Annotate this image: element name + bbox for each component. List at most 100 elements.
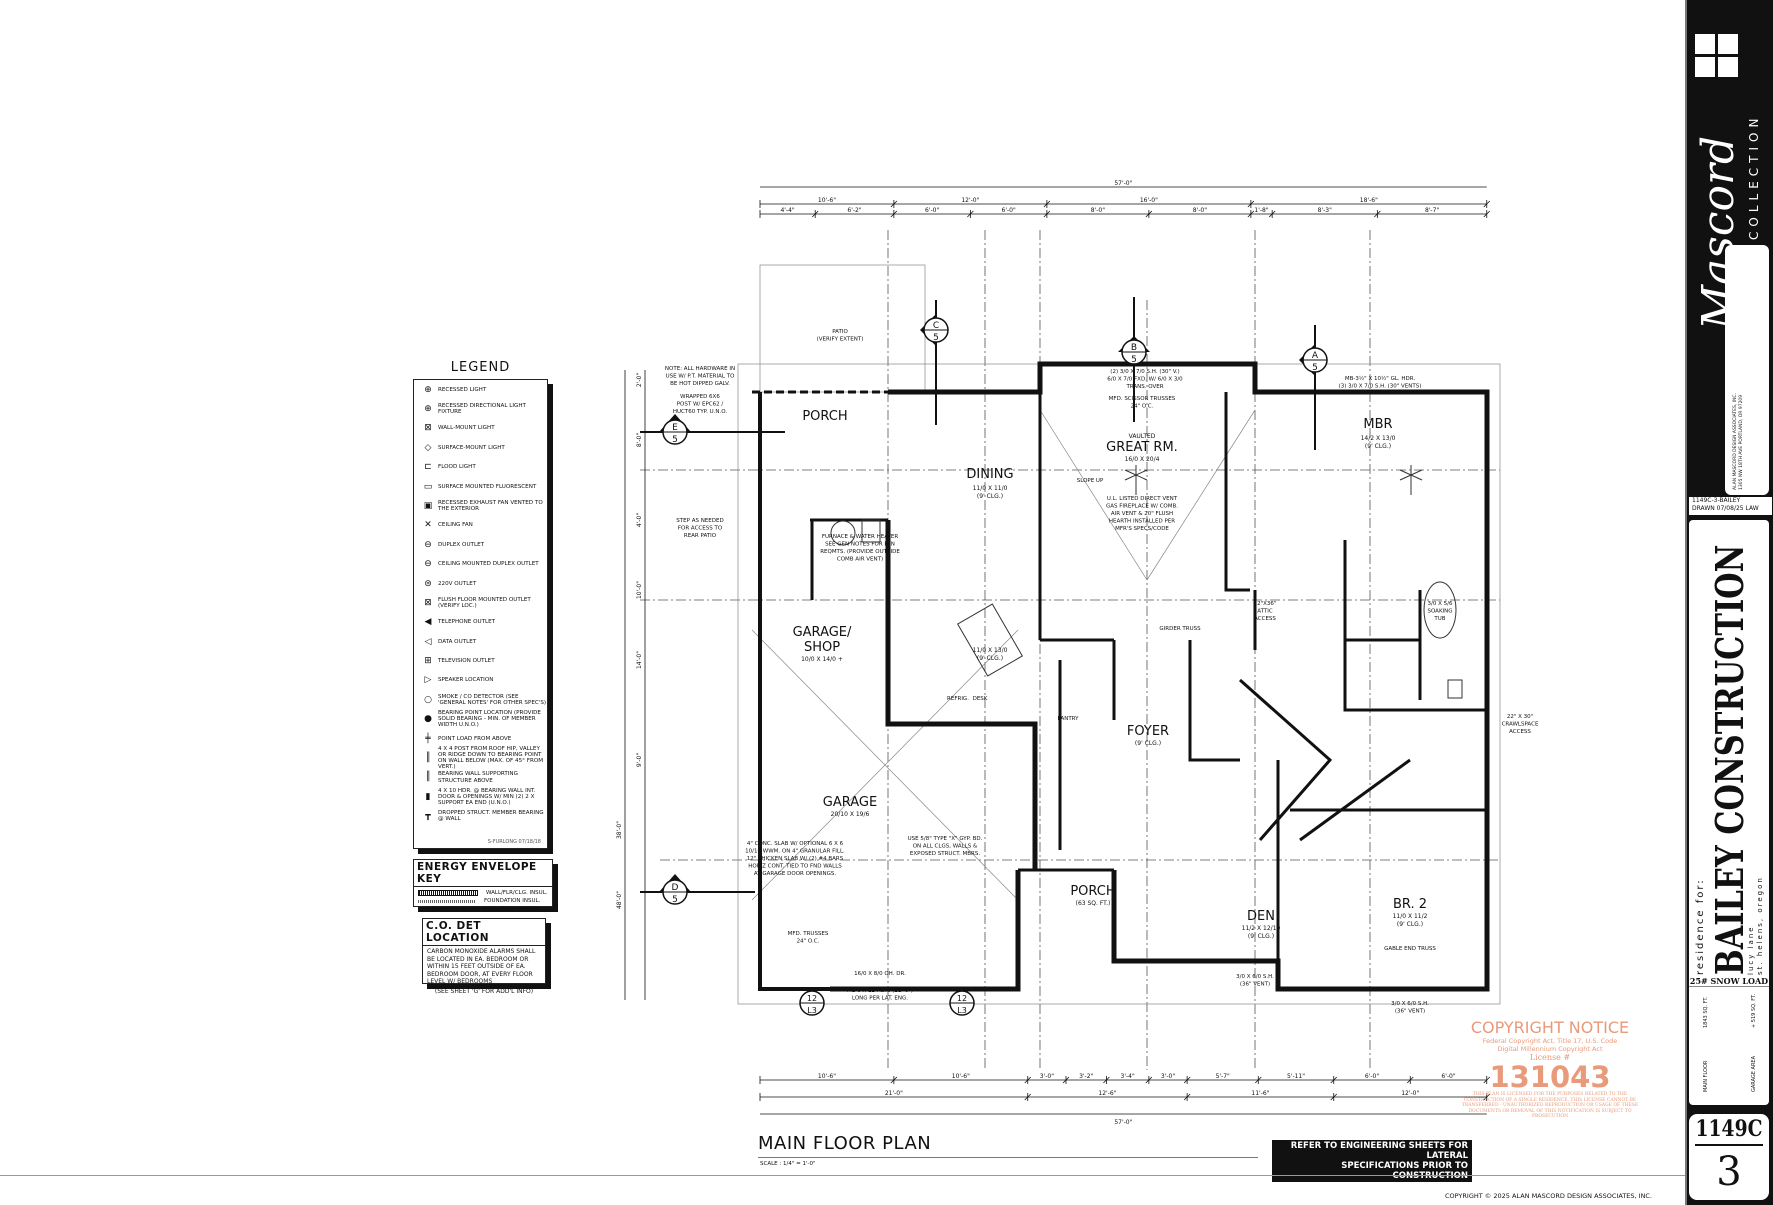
license-terms-box: ALAN MASCORD DESIGN ASSOCIATES, INC. 130…: [1725, 245, 1769, 495]
legend-item-label: RECESSED DIRECTIONAL LIGHT FIXTURE: [438, 402, 526, 416]
co-detector-location: C.O. DET LOCATION CARBON MONOXIDE ALARMS…: [422, 918, 546, 995]
dimension-label: 14'-0": [636, 651, 643, 669]
legend-item: ⊞TELEVISION OUTLET: [414, 651, 547, 670]
dimension-label: 38'-0": [616, 821, 623, 839]
engineering-note-line: SPECIFICATIONS PRIOR TO CONSTRUCTION: [1341, 1161, 1468, 1181]
legend-item-label: CEILING FAN: [438, 522, 473, 529]
section-marker-c: C5: [920, 300, 949, 425]
surface-mount-light-icon: ◇: [424, 442, 432, 453]
license-number: 131043: [1489, 1060, 1611, 1094]
ceiling-outlet-icon: ⊖: [424, 559, 432, 570]
svg-text:5: 5: [672, 895, 678, 905]
svg-text:16/0 X 20/4: 16/0 X 20/4: [1125, 456, 1160, 463]
residence-for-label: residence for:: [1695, 878, 1706, 975]
note-slab: 10/10 WWM. ON 4" GRANULAR FILL.: [745, 849, 845, 855]
dimension-label: 2'-0": [636, 373, 643, 387]
note-furnace: FURNACE & WATER HEATER: [822, 534, 899, 540]
logo-square: [1695, 34, 1715, 54]
note-refrig: REFRIG.: [947, 696, 969, 702]
legend-item: ⊕RECESSED DIRECTIONAL LIGHT FIXTURE: [414, 399, 547, 418]
note-hardware: NOTE: ALL HARDWARE IN: [665, 366, 735, 372]
dimension-label: 8'-0": [1193, 207, 1207, 214]
note-garage-hdr: LONG PER LAT. ENG.: [852, 996, 908, 1002]
legend-item-label: RECESSED LIGHT: [438, 386, 487, 393]
note-slope: SLOPE UP: [1077, 478, 1104, 484]
legend: ⊕RECESSED LIGHT⊕RECESSED DIRECTIONAL LIG…: [413, 379, 548, 849]
room-garage: GARAGE: [823, 795, 877, 810]
dimension-labels: 57'-0"10'-6"12'-0"16'-0"18'-6"4'-4"6'-2"…: [616, 180, 1456, 1126]
dimension-label: 5'-7": [1216, 1073, 1230, 1080]
svg-text:C: C: [933, 321, 939, 331]
legend-item: ⊠WALL-MOUNT LIGHT: [414, 419, 547, 438]
note-ohdoor: 16/0 X 8/0 OH. DR.: [854, 971, 906, 977]
svg-text:(9' CLG.): (9' CLG.): [977, 655, 1003, 662]
dimension-label: 21'-0": [885, 1090, 903, 1097]
legend-item: ◇SURFACE-MOUNT LIGHT: [414, 438, 547, 457]
room-mbr: MBR: [1363, 417, 1392, 432]
note-window-den: 3/0 X 6/0 S.H.: [1236, 974, 1274, 980]
note-patio: PATIO: [832, 329, 848, 335]
wall-mount-light-icon: ⊠: [424, 423, 432, 434]
svg-text:11/0 X 11/2: 11/0 X 11/2: [1393, 913, 1428, 920]
site-address-line: lucy lane: [1747, 925, 1755, 975]
legend-item-label: BEARING WALL SUPPORTING STRUCTURE ABOVE: [438, 771, 518, 784]
dimension-label: 3'-4": [1121, 1073, 1135, 1080]
snow-load: 25# SNOW LOAD: [1689, 976, 1769, 987]
plan-number: 1149C: [1695, 1114, 1763, 1146]
interior-walls: [752, 390, 1487, 991]
exhaust-fan-icon: ▣: [423, 500, 433, 511]
note-hardware: BE HOT DIPPED GALV.: [670, 381, 730, 387]
room-den: DEN: [1247, 909, 1275, 924]
energy-envelope-key: ENERGY ENVELOPE KEY WALL/FLR/CLG. INSUL.…: [413, 859, 553, 912]
fixtures: [830, 465, 1463, 699]
room-kitchen-size: 11/0 X 13/0: [973, 647, 1008, 654]
dropped-member-icon: ┳: [425, 811, 431, 822]
svg-text:L3: L3: [807, 1006, 817, 1015]
note-scissor: 24" O.C.: [1131, 404, 1154, 410]
legend-item-label: CEILING MOUNTED DUPLEX OUTLET: [438, 561, 539, 568]
dimension-label: 18'-6": [1360, 197, 1378, 204]
section-marker-b: B5: [1118, 297, 1150, 422]
co-det-title: C.O. DET LOCATION: [423, 919, 545, 946]
svg-text:A: A: [1312, 351, 1319, 361]
foundation-insulation-swatch: [418, 899, 476, 903]
legend-item: ⊖ CEILING MOUNTED DUPLEX OUTLET: [414, 555, 547, 574]
legend-item: ╪POINT LOAD FROM ABOVE: [414, 729, 547, 748]
site-address-line: st. helens, oregon: [1756, 876, 1764, 975]
svg-text:5: 5: [1312, 363, 1318, 373]
legend-item: ●BEARING POINT LOCATION (PROVIDE SOLID B…: [414, 710, 547, 729]
note-fireplace: HEARTH INSTALLED PER: [1109, 519, 1175, 525]
note-attic: ATTIC: [1257, 609, 1273, 615]
svg-text:(63 SQ. FT.): (63 SQ. FT.): [1076, 900, 1111, 907]
room-porch-front: PORCH: [1070, 884, 1115, 899]
note-post: WRAPPED 6X6: [680, 394, 720, 400]
legend-item: ⊏ FLOOD LIGHT: [414, 458, 547, 477]
note-gable: GABLE END TRUSS: [1384, 946, 1436, 952]
note-tub: TUB: [1433, 616, 1445, 622]
dimension-label: 10'-0": [636, 581, 643, 599]
svg-text:11/0 X 11/0: 11/0 X 11/0: [973, 485, 1008, 492]
telephone-outlet-icon: ◀: [424, 617, 432, 628]
dimension-label: 8'-0": [636, 433, 643, 447]
legend-item-label: RECESSED EXHAUST FAN VENTED TO THE EXTER…: [438, 499, 543, 513]
legend-item-label: FLOOD LIGHT: [438, 464, 476, 471]
floor-outlet-icon: ⊠: [424, 597, 432, 608]
exterior-walls: [830, 361, 1490, 992]
dimension-label: 48'-0": [616, 891, 623, 909]
legend-item: ║4 X 4 POST FROM ROOF HIP, VALLEY OR RID…: [414, 746, 547, 771]
note-gr-windows: (2) 3/0 X 7/0 S.H. (30" V.): [1110, 369, 1179, 375]
flood-light-icon: ⊏: [424, 462, 432, 473]
main-floor-label: MAIN FLOOR: [1703, 1060, 1709, 1092]
copyright-line: Federal Copyright Act, Title 17, U.S. Co…: [1482, 1037, 1618, 1045]
svg-text:12: 12: [957, 994, 967, 1003]
overall-dimension: 57'-0": [1114, 180, 1132, 187]
dimension-label: 4'-4": [780, 207, 794, 214]
client-name: BAILEY CONSTRUCTION: [1707, 544, 1752, 975]
energy-key-title: ENERGY ENVELOPE KEY: [414, 860, 552, 887]
legend-item-label: 220V OUTLET: [438, 580, 477, 587]
note-gyp: EXPOSED STRUCT. MBRS.: [910, 851, 980, 857]
company-info: ALAN MASCORD DESIGN ASSOCIATES, INC. 130…: [1733, 393, 1745, 490]
legend-item-label: SPEAKER LOCATION: [438, 677, 494, 684]
